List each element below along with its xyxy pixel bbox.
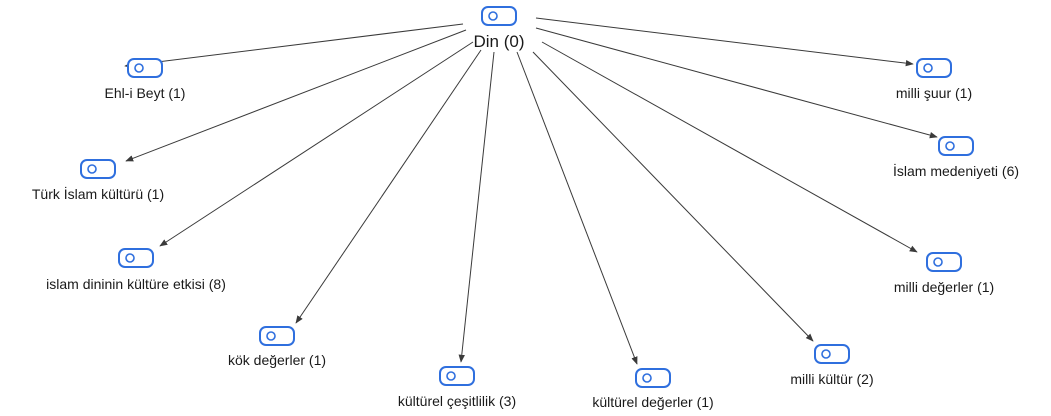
code-icon bbox=[481, 6, 517, 26]
node-turk-islam-kulturu[interactable]: Türk İslam kültürü (1) bbox=[32, 159, 164, 202]
node-milli-suur[interactable]: milli şuur (1) bbox=[896, 58, 972, 101]
edges bbox=[124, 17, 938, 365]
root-node-label: Din (0) bbox=[473, 32, 524, 51]
node-kok-degerler[interactable]: kök değerler (1) bbox=[228, 326, 326, 368]
node-label: islam dininin kültüre etkisi (8) bbox=[46, 276, 226, 292]
code-icon bbox=[80, 159, 116, 179]
node-label: kültürel çeşitlilik (3) bbox=[398, 393, 516, 409]
code-icon bbox=[814, 344, 850, 364]
edge-kulturel-degerler bbox=[516, 51, 638, 365]
node-label: kültürel değerler (1) bbox=[592, 394, 713, 410]
node-islam-medeniyeti[interactable]: İslam medeniyeti (6) bbox=[893, 136, 1019, 179]
edge-milli-degerler bbox=[541, 41, 918, 253]
node-label: Ehl-i Beyt (1) bbox=[105, 85, 186, 101]
code-icon bbox=[127, 58, 163, 78]
node-milli-degerler[interactable]: milli değerler (1) bbox=[894, 252, 994, 295]
code-icon bbox=[916, 58, 952, 78]
node-label: Türk İslam kültürü (1) bbox=[32, 185, 164, 202]
edge-islam-dininin-kulture-etkisi bbox=[159, 41, 474, 247]
node-label: kök değerler (1) bbox=[228, 352, 326, 368]
edge-turk-islam-kulturu bbox=[125, 29, 467, 162]
edge-milli-suur bbox=[535, 17, 914, 67]
node-milli-kultur[interactable]: milli kültür (2) bbox=[790, 344, 874, 387]
node-label: İslam medeniyeti (6) bbox=[893, 162, 1019, 179]
code-icon bbox=[926, 252, 962, 272]
node-islam-dininin-kulture-etkisi[interactable]: islam dininin kültüre etkisi (8) bbox=[46, 248, 226, 292]
code-icon bbox=[635, 368, 671, 388]
node-label: milli değerler (1) bbox=[894, 279, 994, 295]
edge-ehl-i-beyt bbox=[124, 23, 464, 69]
node-ehl-i-beyt[interactable]: Ehl-i Beyt (1) bbox=[105, 58, 186, 101]
edge-islam-medeniyeti bbox=[535, 27, 938, 139]
code-icon bbox=[259, 326, 295, 346]
node-label: milli kültür (2) bbox=[790, 371, 873, 387]
code-icon bbox=[118, 248, 154, 268]
node-label: milli şuur (1) bbox=[896, 85, 972, 101]
code-icon bbox=[439, 366, 475, 386]
edge-milli-kultur bbox=[532, 51, 814, 342]
root-node[interactable]: Din (0) bbox=[473, 6, 525, 51]
edge-kok-degerler bbox=[295, 49, 482, 324]
edge-kulturel-cesitlilik bbox=[458, 51, 495, 363]
node-kulturel-cesitlilik[interactable]: kültürel çeşitlilik (3) bbox=[398, 366, 516, 409]
node-kulturel-degerler[interactable]: kültürel değerler (1) bbox=[592, 368, 714, 410]
code-icon bbox=[938, 136, 974, 156]
